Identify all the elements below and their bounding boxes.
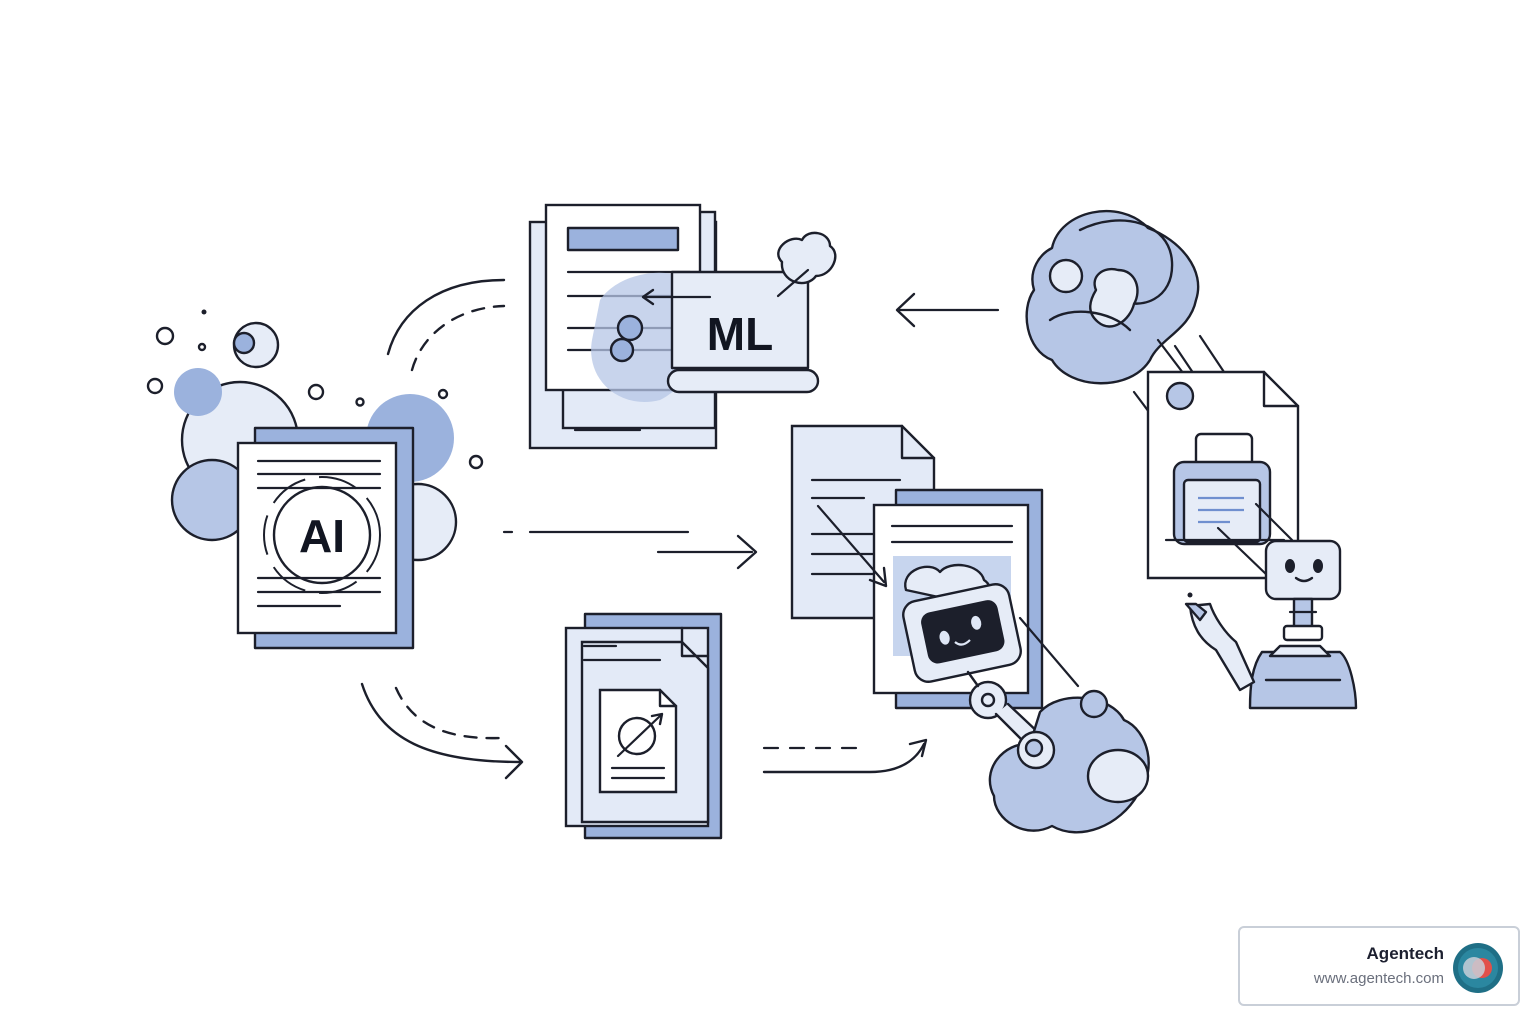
brand-url[interactable]: www.agentech.com <box>1313 970 1444 987</box>
robot-document-icon <box>790 424 1150 834</box>
arrow-icon <box>895 292 1000 328</box>
ai-document-icon: AI <box>146 309 484 650</box>
brand-name: Agentech <box>1366 944 1444 963</box>
cloud-blob-icon <box>1025 210 1200 385</box>
arrow-icon <box>360 278 928 780</box>
ml-badge-label: ML <box>707 308 773 360</box>
ai-badge-label: AI <box>299 510 345 562</box>
brand-logo-icon <box>1453 943 1503 993</box>
robot-arm-icon <box>1132 334 1358 710</box>
document-stack-icon <box>564 612 723 840</box>
watermark-card[interactable]: Agentech www.agentech.com <box>1238 926 1520 1006</box>
ml-document-icon: ML <box>528 203 837 450</box>
